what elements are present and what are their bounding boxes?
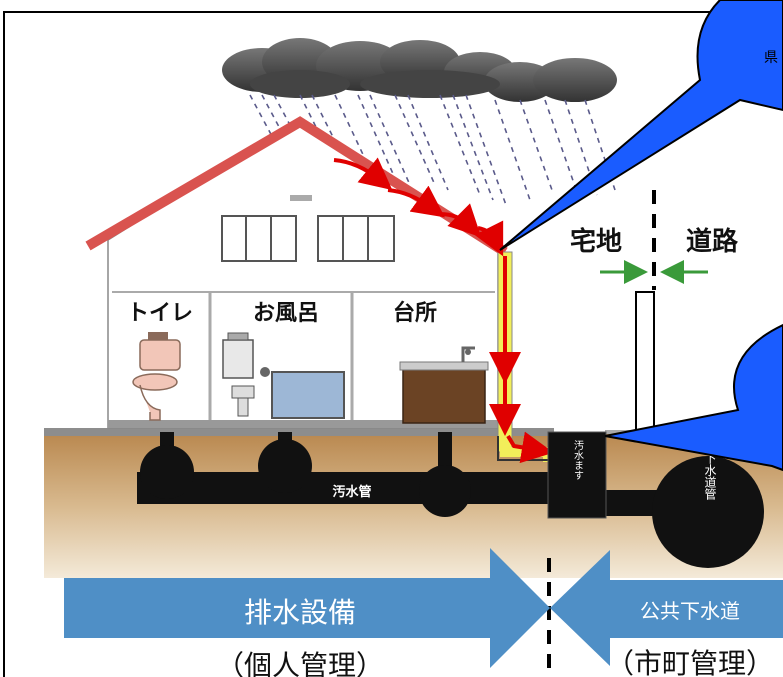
room-label-kitchen: 台所 xyxy=(393,300,437,326)
zone-label-private-land: 宅地 xyxy=(570,226,622,257)
sewer-main-label: 下水道管 xyxy=(703,452,717,501)
public-note: （市町管理） xyxy=(606,647,774,677)
room-label-toilet: トイレ xyxy=(127,301,193,326)
attic-vent xyxy=(290,195,312,201)
house-floor xyxy=(108,420,498,428)
ground-surface xyxy=(44,428,554,436)
sewage-basin xyxy=(547,431,607,519)
rain-clouds xyxy=(222,38,617,102)
callout-top-text: 県 xyxy=(764,50,778,66)
callout-bottom xyxy=(604,323,783,472)
public-arrow xyxy=(550,550,783,666)
callout-top xyxy=(499,0,783,251)
room-label-bath: お風呂 xyxy=(253,301,319,326)
upper-windows xyxy=(221,215,395,262)
sewage-basin-label: 汚水ます xyxy=(572,439,584,480)
toilet-fixture xyxy=(132,332,181,421)
sewer-main xyxy=(652,456,764,568)
zone-label-road: 道路 xyxy=(686,226,739,257)
sewage-pipe-label: 汚水管 xyxy=(332,484,371,500)
private-arrow xyxy=(64,548,550,668)
public-label: 公共下水道 xyxy=(640,599,740,623)
rainwater-flow xyxy=(333,157,554,464)
private-label: 排水設備 xyxy=(244,596,356,629)
inspection-vent-pipe xyxy=(635,291,655,431)
bath-fixture xyxy=(222,332,345,419)
private-note: （個人管理） xyxy=(216,649,384,677)
kitchen-fixture xyxy=(399,346,489,424)
